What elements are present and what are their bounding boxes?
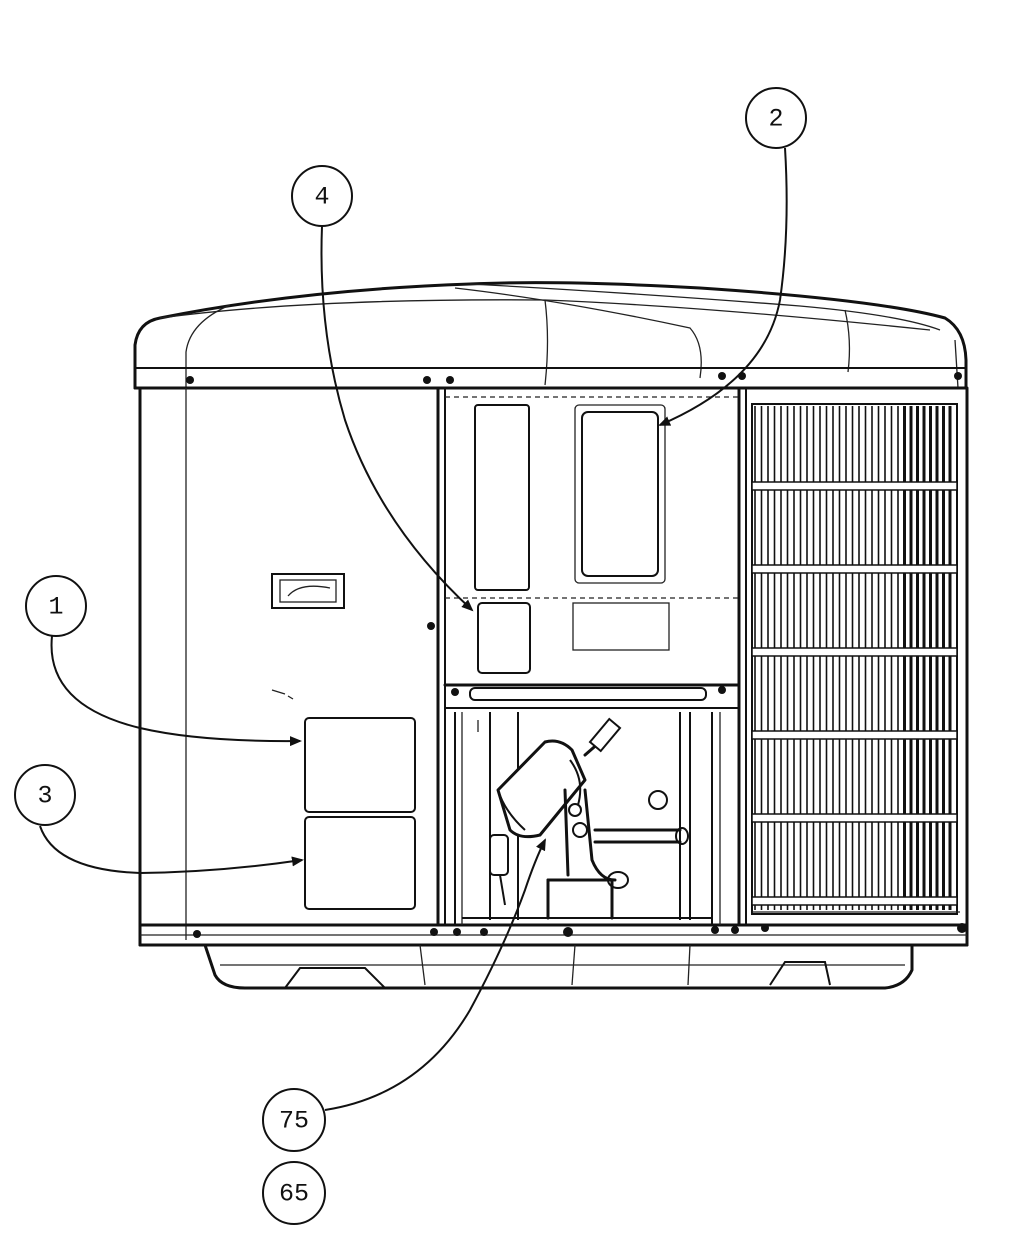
label-plate-1: [304, 717, 416, 813]
label-plate-3: [304, 816, 416, 910]
panel-handle: [271, 573, 345, 609]
condenser-unit: [133, 281, 969, 990]
control-label-left: [474, 404, 530, 591]
base-pan: [203, 943, 914, 990]
control-panel: [186, 372, 962, 927]
callout-65-label: 65: [279, 1180, 309, 1209]
callout-3-label: 3: [37, 782, 52, 811]
callout-4[interactable]: 4: [291, 165, 353, 227]
leader-2: [658, 147, 788, 426]
callout-75[interactable]: 75: [262, 1088, 326, 1152]
left-access-panel: [271, 386, 446, 927]
compressor-compartment: [454, 712, 721, 925]
leader-3: [39, 825, 304, 875]
control-label-2: [581, 411, 659, 577]
callout-2-label: 2: [768, 105, 783, 134]
callout-1-label: 1: [48, 593, 63, 622]
cabinet-frame: [138, 386, 969, 947]
condenser-coil: [745, 388, 960, 925]
callout-3[interactable]: 3: [14, 764, 76, 826]
base-fasteners: [193, 923, 967, 938]
compressor: [489, 717, 689, 920]
coil-guard-rail: [751, 481, 958, 491]
leader-4: [320, 225, 474, 612]
callout-75-label: 75: [279, 1107, 309, 1136]
callout-2[interactable]: 2: [745, 87, 807, 149]
control-panel-slot: [469, 687, 707, 701]
leader-75: [324, 838, 546, 1111]
callout-4-label: 4: [314, 183, 329, 212]
coil-guard-rail: [751, 564, 958, 574]
callout-1[interactable]: 1: [25, 575, 87, 637]
top-cover: [133, 281, 968, 390]
coil-guard-rail: [751, 813, 958, 823]
coil-guard-rail: [751, 647, 958, 657]
control-label-4: [477, 602, 531, 674]
callout-65[interactable]: 65: [262, 1161, 326, 1225]
coil-guard-rail: [751, 896, 958, 906]
leader-lines: [39, 147, 788, 1111]
coil-guard-rail: [751, 730, 958, 740]
leader-1: [50, 635, 302, 747]
control-label-lower: [572, 602, 670, 651]
